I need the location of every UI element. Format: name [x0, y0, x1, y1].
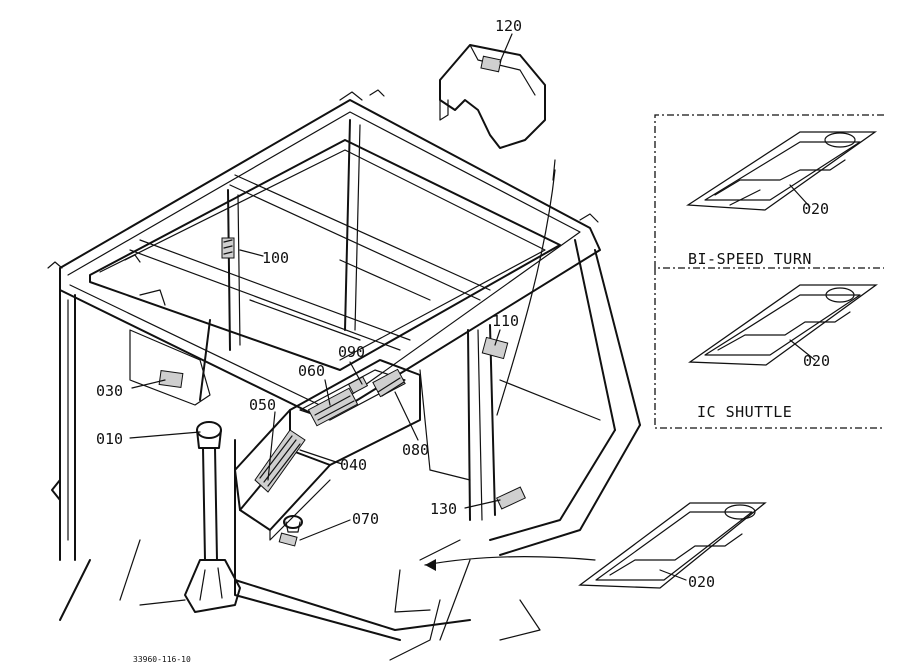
arrow-decal-020	[424, 556, 596, 571]
decal-070	[278, 515, 303, 547]
label-110: 110	[492, 312, 519, 330]
label-020-main: 020	[688, 573, 715, 591]
caption-ic-shuttle: IC SHUTTLE	[697, 403, 792, 421]
decal-020-bi-speed	[686, 131, 878, 211]
leader-lines	[119, 33, 816, 606]
drawing-code: 33960-116-10	[133, 655, 191, 664]
decal-030	[158, 369, 184, 389]
decal-080	[372, 368, 406, 398]
label-120: 120	[495, 17, 522, 35]
decal-050-040	[254, 429, 306, 493]
detail-box	[654, 114, 884, 429]
label-020-ic-shuttle: 020	[803, 352, 830, 370]
label-010: 010	[96, 430, 123, 448]
arrow-knob	[496, 159, 556, 416]
label-070: 070	[352, 510, 379, 528]
decal-130	[496, 486, 526, 510]
caption-bi-speed-turn: BI-SPEED TURN	[688, 250, 812, 268]
label-130: 130	[430, 500, 457, 518]
label-080: 080	[402, 441, 429, 459]
label-090: 090	[338, 343, 365, 361]
label-040: 040	[340, 456, 367, 474]
label-030: 030	[96, 382, 123, 400]
lever-knob-120	[439, 44, 546, 149]
cab-frame	[47, 89, 641, 661]
decal-060	[307, 387, 359, 427]
decal-090	[347, 376, 369, 394]
label-050: 050	[249, 396, 276, 414]
decal-020-ic-shuttle	[688, 284, 878, 366]
label-100: 100	[262, 249, 289, 267]
decal-110	[481, 336, 509, 360]
gear-lever	[184, 421, 241, 613]
decal-020-main	[578, 502, 767, 589]
label-060: 060	[298, 362, 325, 380]
label-020-bi-speed: 020	[802, 200, 829, 218]
decal-100	[221, 237, 235, 259]
